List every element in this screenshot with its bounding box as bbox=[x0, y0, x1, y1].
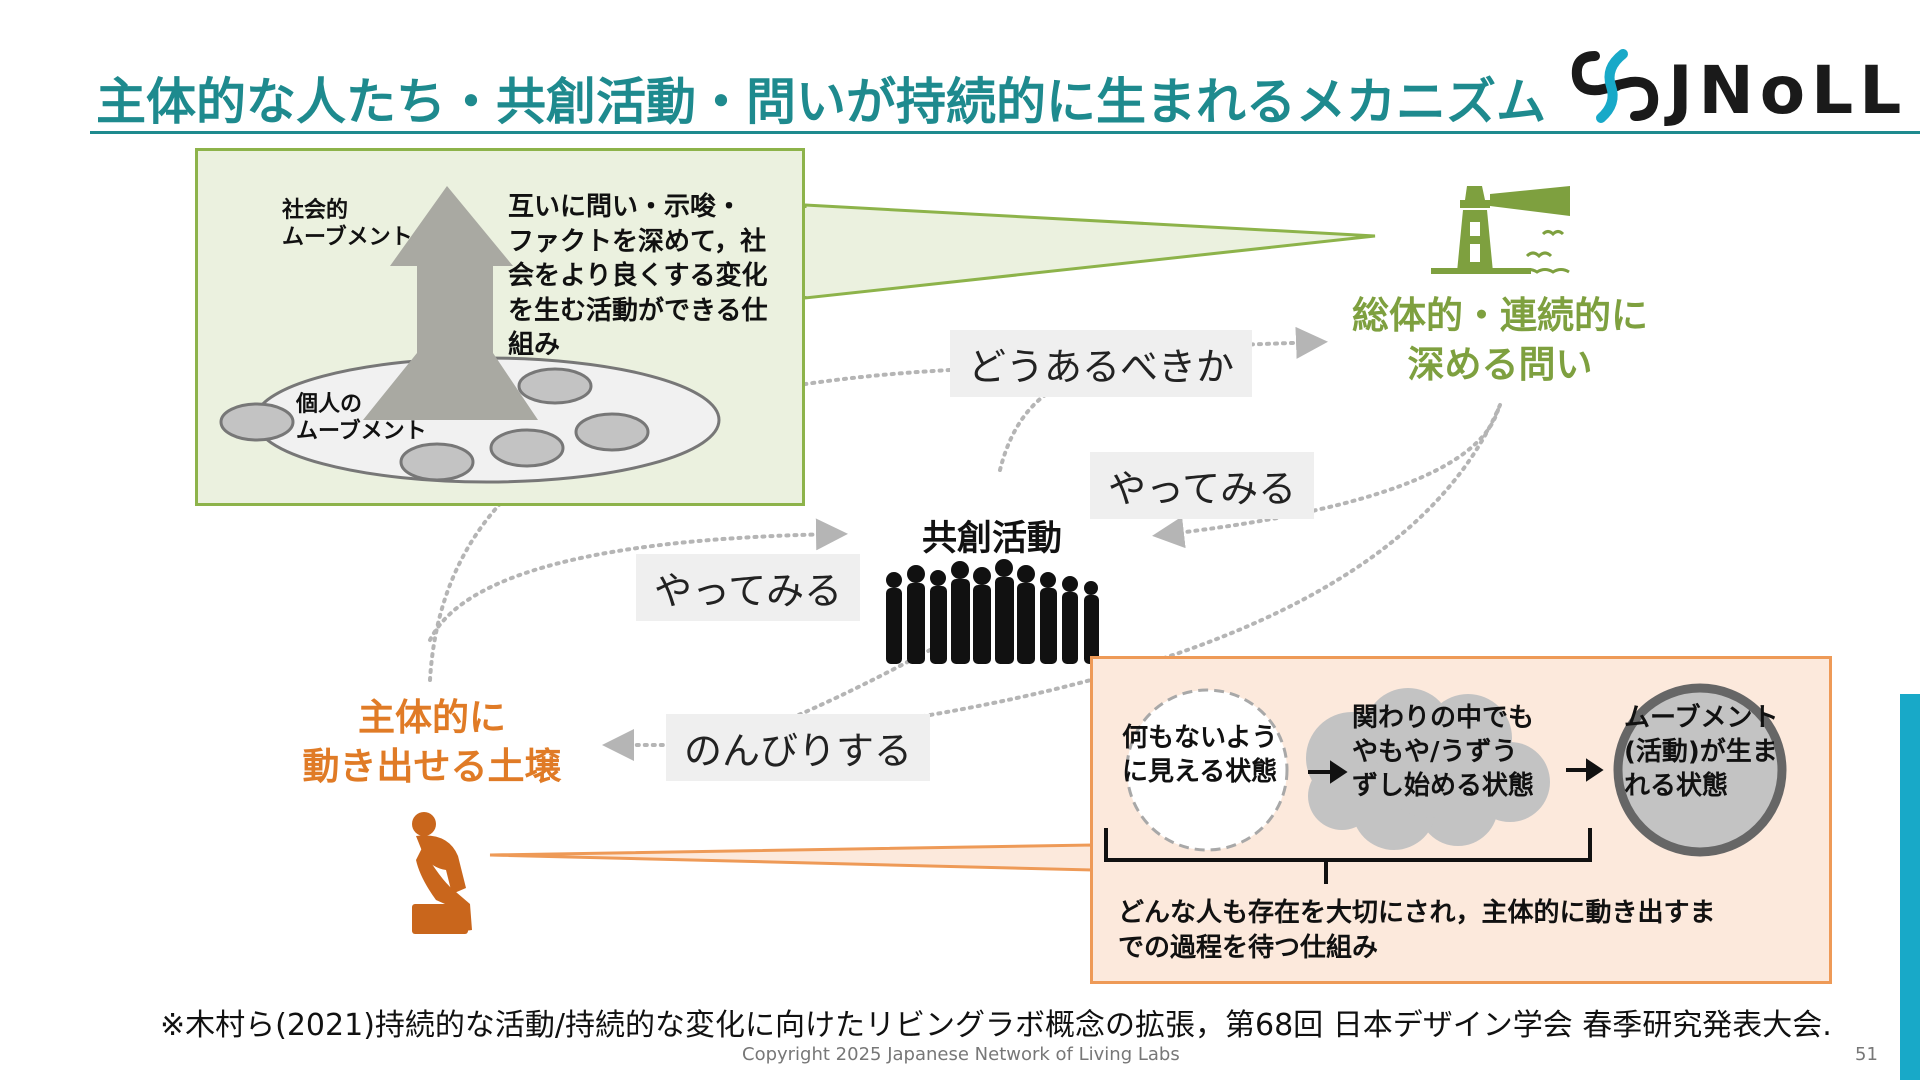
state1-line1: 何もないよう bbox=[1122, 723, 1278, 753]
soil-heading: 主体的に 動き出せる土壌 bbox=[262, 694, 602, 792]
green-desc-line4: を生む活動ができる仕 bbox=[508, 295, 768, 326]
state-movement-born: ムーブメント (活動)が生ま れる状態 bbox=[1624, 702, 1794, 803]
title-rule bbox=[90, 131, 1920, 134]
state3-line2: (活動)が生ま bbox=[1624, 736, 1778, 767]
green-desc-line1: 互いに問い・示唆・ bbox=[508, 192, 743, 222]
footnote-citation: ※木村ら(2021)持続的な活動/持続的な変化に向けたリビングラボ概念の拡張，第… bbox=[160, 1008, 1832, 1043]
state-nothing-visible: 何もないよう に見える状態 bbox=[1122, 722, 1302, 790]
state3-line3: れる状態 bbox=[1624, 770, 1729, 801]
label-try-left: やってみる bbox=[636, 554, 861, 621]
state1-line2: に見える状態 bbox=[1122, 756, 1278, 787]
state3-line1: ムーブメント bbox=[1624, 703, 1779, 733]
co-creation-heading: 共創活動 bbox=[922, 519, 1063, 559]
orange-desc-line2: での過程を待つ仕組み bbox=[1118, 933, 1379, 964]
side-accent-bar bbox=[1900, 694, 1920, 1080]
label-individual-movement: 個人の ムーブメント bbox=[296, 392, 427, 446]
label-social-movement: 社会的 ムーブメント bbox=[282, 198, 413, 252]
state2-line1: 関わりの中でも bbox=[1352, 703, 1535, 733]
state2-line3: ずし始める状態 bbox=[1352, 770, 1535, 801]
orange-box-description: どんな人も存在を大切にされ，主体的に動き出すま での過程を待つ仕組み bbox=[1118, 896, 1818, 966]
orange-desc-line1: どんな人も存在を大切にされ，主体的に動き出すま bbox=[1118, 898, 1716, 928]
label-individual-line1: 個人の bbox=[296, 392, 363, 417]
green-desc-line5: 組み bbox=[508, 330, 561, 361]
green-desc-line3: 会をより良くする変化 bbox=[508, 261, 768, 292]
questions-heading-line1: 総体的・連続的に bbox=[1352, 294, 1648, 337]
label-individual-line2: ムーブメント bbox=[296, 418, 427, 444]
label-how-should: どうあるべきか bbox=[950, 330, 1253, 397]
thinker-statue-icon bbox=[412, 812, 472, 934]
state2-line2: やもや/うずう bbox=[1352, 736, 1518, 767]
questions-heading: 総体的・連続的に 深める問い bbox=[1320, 292, 1680, 390]
green-box-description: 互いに問い・示唆・ ファクトを深めて，社 会をより良くする変化 を生む活動ができ… bbox=[508, 190, 798, 363]
copyright-text: Copyright 2025 Japanese Network of Livin… bbox=[742, 1044, 1180, 1065]
page-number: 51 bbox=[1855, 1044, 1878, 1065]
page-title: 主体的な人たち・共創活動・問いが持続的に生まれるメカニズム bbox=[96, 73, 1546, 131]
soil-heading-line1: 主体的に bbox=[358, 696, 506, 739]
process-states-illustration bbox=[1104, 683, 1787, 884]
logo-text: JNoLL bbox=[1668, 52, 1908, 129]
soil-heading-line2: 動き出せる土壌 bbox=[302, 744, 562, 788]
movement-illustration bbox=[219, 186, 721, 484]
lighthouse-icon bbox=[1431, 186, 1570, 274]
green-desc-line2: ファクトを深めて，社 bbox=[508, 226, 767, 257]
label-social-line1: 社会的 bbox=[282, 198, 349, 223]
label-try-right: やってみる bbox=[1090, 452, 1315, 519]
jnoll-logo-icon bbox=[1571, 49, 1659, 123]
crowd-silhouette-icon bbox=[886, 559, 1099, 664]
state-stirring: 関わりの中でも やもや/うずう ずし始める状態 bbox=[1352, 702, 1552, 803]
label-relax: のんびりする bbox=[666, 714, 931, 781]
questions-heading-line2: 深める問い bbox=[1407, 342, 1593, 386]
label-social-line2: ムーブメント bbox=[282, 224, 413, 250]
